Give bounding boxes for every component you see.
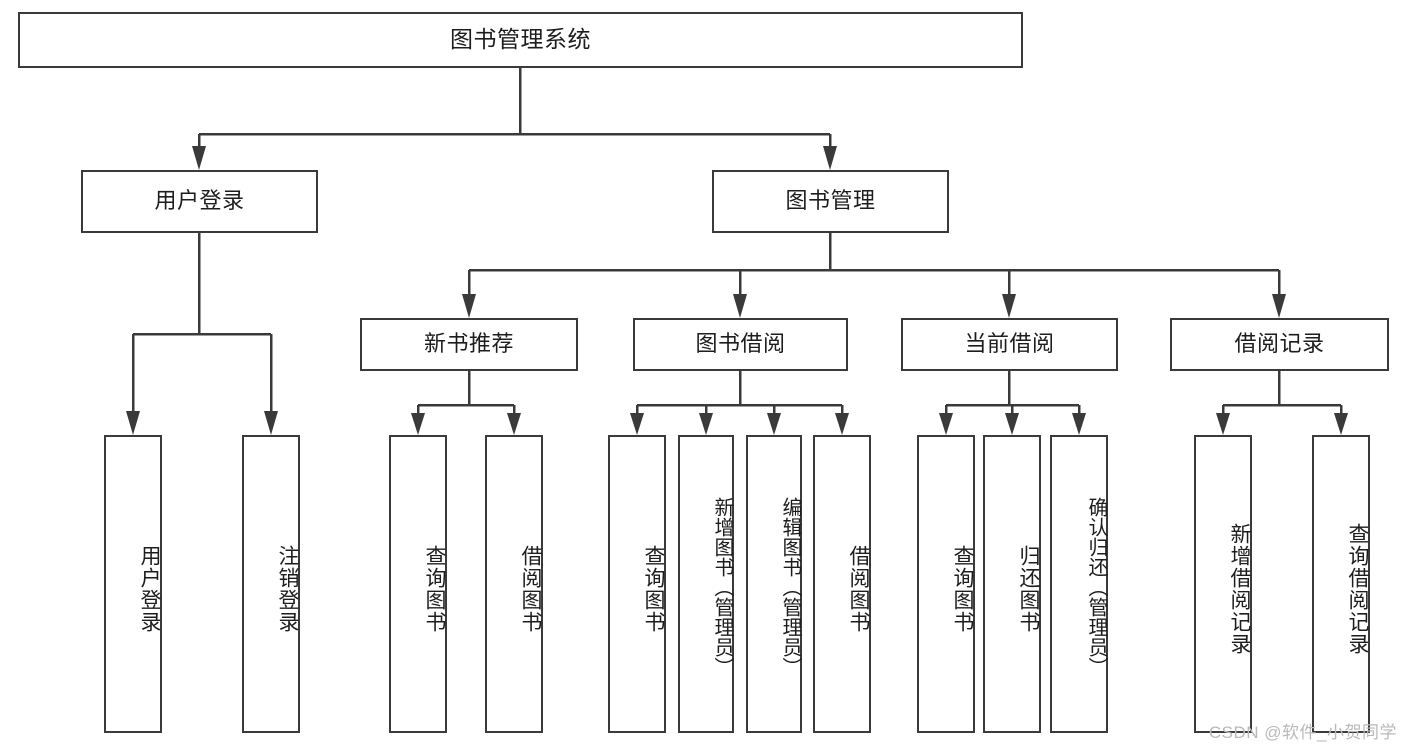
node-book-borrow[interactable]: 图书借阅 [633, 318, 848, 371]
node-root-system[interactable]: 图书管理系统 [18, 12, 1023, 68]
node-leaf-confirm-return[interactable]: 确认归还（管理员） [1050, 435, 1108, 733]
node-leaf-borrow-book-1[interactable]: 借阅图书 [485, 435, 543, 733]
node-user-login[interactable]: 用户登录 [81, 170, 318, 233]
node-leaf-query-book-1[interactable]: 查询图书 [389, 435, 447, 733]
node-current-borrow[interactable]: 当前借阅 [901, 318, 1118, 371]
node-leaf-borrow-book-2[interactable]: 借阅图书 [813, 435, 871, 733]
node-leaf-edit-book[interactable]: 编辑图书（管理员） [746, 435, 802, 733]
node-book-management[interactable]: 图书管理 [712, 170, 949, 233]
node-borrow-record[interactable]: 借阅记录 [1170, 318, 1389, 371]
node-leaf-query-book-2[interactable]: 查询图书 [608, 435, 666, 733]
node-leaf-logout[interactable]: 注销登录 [242, 435, 300, 733]
node-leaf-add-book[interactable]: 新增图书（管理员） [678, 435, 734, 733]
node-leaf-query-record[interactable]: 查询借阅记录 [1312, 435, 1370, 733]
node-leaf-user-login[interactable]: 用户登录 [104, 435, 162, 733]
node-leaf-query-book-3[interactable]: 查询图书 [917, 435, 975, 733]
node-leaf-add-record[interactable]: 新增借阅记录 [1194, 435, 1252, 733]
watermark-text: CSDN @软件_小贺同学 [1208, 723, 1397, 742]
node-new-book-recommend[interactable]: 新书推荐 [360, 318, 578, 371]
node-leaf-return-book[interactable]: 归还图书 [983, 435, 1041, 733]
